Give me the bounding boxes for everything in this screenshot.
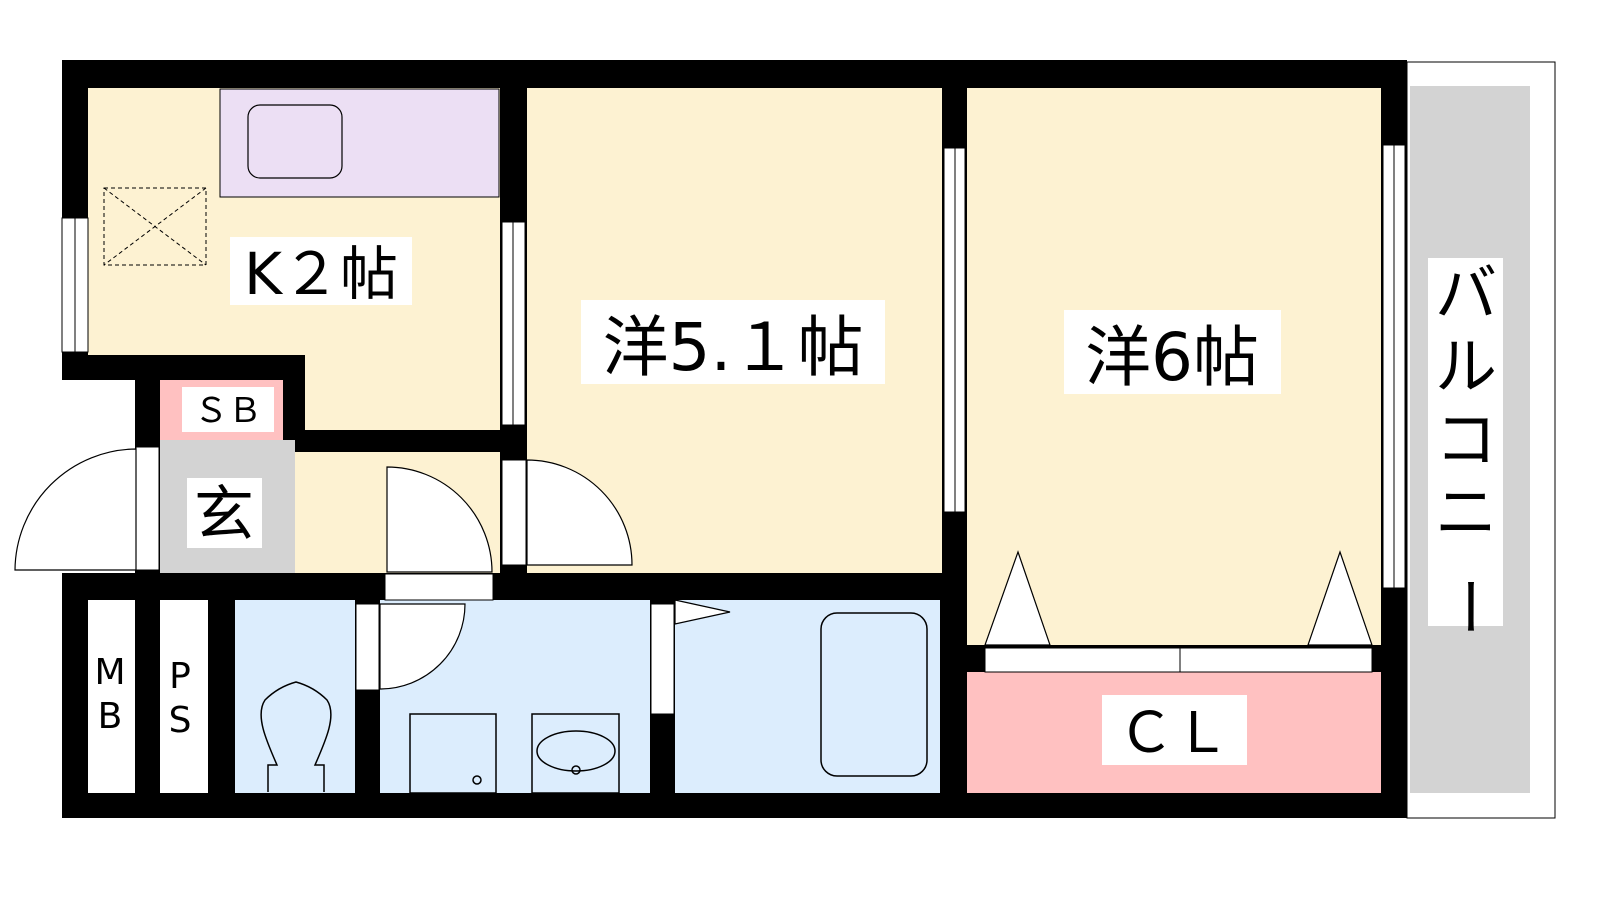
- meter-box-label-m: M: [94, 652, 125, 693]
- pipe-space-label-p: P: [169, 656, 191, 697]
- svg-text:ー: ー: [1430, 576, 1503, 638]
- closet-door-swing-left: [984, 550, 1051, 646]
- kitchen-label: K２帖: [244, 240, 398, 308]
- closet-doors: [984, 647, 1373, 673]
- washing-machine-icon: [409, 713, 497, 794]
- meter-box-label-b: B: [98, 696, 123, 737]
- ceiling-storage-icon: [103, 187, 207, 266]
- kitchen-counter: [219, 88, 500, 198]
- toilet-door-swing: [379, 603, 466, 690]
- toilet-door-opening: [355, 603, 380, 691]
- bathroom: [675, 600, 940, 793]
- toilet-room: [235, 600, 355, 793]
- closet-label: ＣＬ: [1118, 701, 1230, 766]
- pipe-space: [160, 600, 208, 793]
- bath-door-opening: [650, 603, 675, 715]
- entrance-label: 玄: [194, 480, 254, 550]
- toilet-icon: [260, 681, 332, 792]
- western-room-2-label: 洋6帖: [1085, 319, 1259, 396]
- svg-text:バ: バ: [1435, 257, 1497, 330]
- bath-door-swing: [674, 599, 731, 625]
- balcony-label: バ ル コ ニ ー: [1430, 257, 1503, 638]
- bathtub-icon: [820, 612, 928, 777]
- svg-text:ル: ル: [1435, 330, 1497, 403]
- pipe-space-label-s: S: [169, 700, 192, 741]
- sink-icon: [247, 104, 343, 179]
- shoe-box-label: ＳＢ: [194, 391, 262, 431]
- entrance-door-opening: [135, 446, 160, 571]
- closet-door-swing-right: [1307, 550, 1373, 646]
- svg-text:コ: コ: [1435, 403, 1497, 476]
- svg-text:ニ: ニ: [1435, 476, 1497, 549]
- washroom-door-swing: [386, 466, 493, 573]
- western-room-1-label: 洋5.１帖: [603, 309, 864, 386]
- washroom-door-opening: [384, 573, 494, 601]
- room1-door-swing: [526, 459, 633, 566]
- room1-door-opening: [501, 459, 527, 566]
- entrance-door-swing: [14, 448, 137, 571]
- meter-box: [88, 600, 135, 793]
- washbasin-icon: [531, 713, 620, 794]
